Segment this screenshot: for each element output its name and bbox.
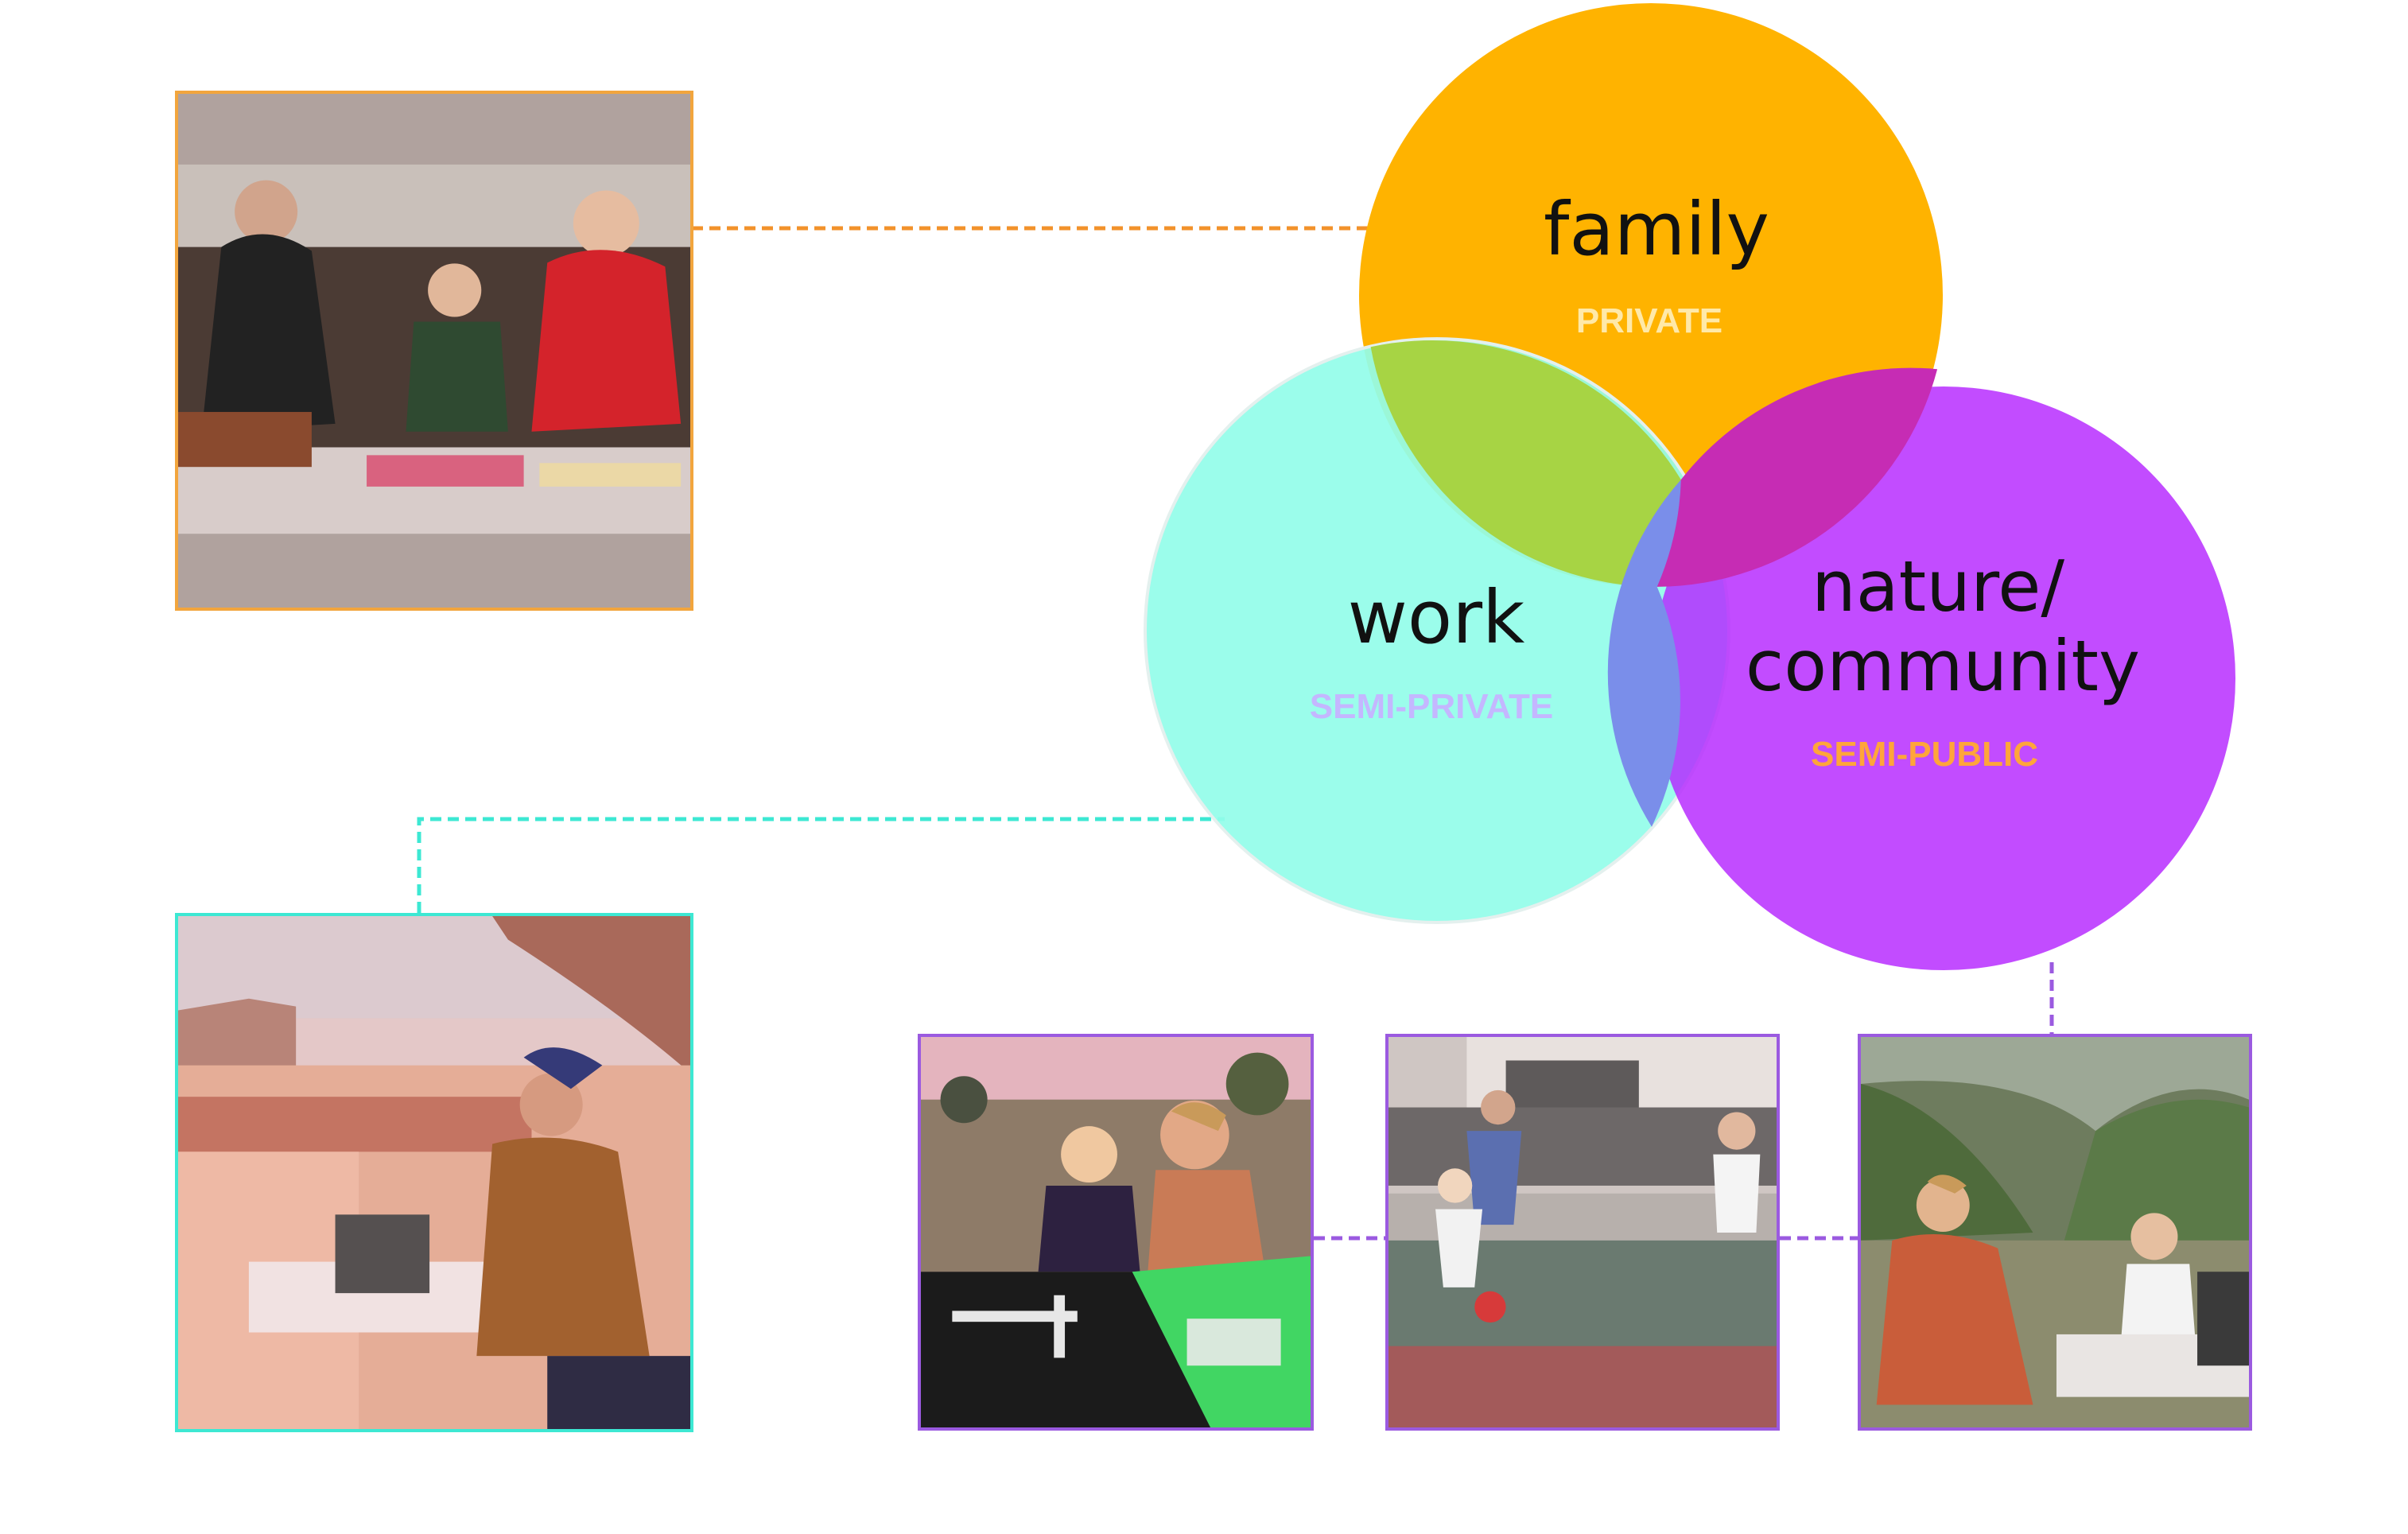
connectors bbox=[417, 226, 2054, 1241]
nature-photo-2 bbox=[1385, 1034, 1780, 1431]
nature-subtitle: SEMI-PUBLIC bbox=[1811, 735, 2038, 774]
nature-title-line1: nature/ bbox=[1812, 546, 2064, 627]
nature-photo-1 bbox=[918, 1034, 1314, 1431]
family-subtitle: PRIVATE bbox=[1576, 301, 1722, 340]
venn-circles bbox=[1144, 3, 2235, 970]
nature-photo-3 bbox=[1858, 1034, 2252, 1431]
work-subtitle: SEMI-PRIVATE bbox=[1310, 687, 1553, 726]
work-connector bbox=[417, 817, 1225, 913]
family-work-overlap bbox=[1370, 340, 1681, 587]
work-photo bbox=[175, 913, 693, 1432]
work-nature-overlap bbox=[1607, 480, 1681, 827]
family-title: family bbox=[1544, 187, 1769, 272]
family-photo bbox=[175, 91, 693, 611]
nature-title-line2: community bbox=[1746, 625, 2140, 707]
family-nature-overlap bbox=[1656, 367, 1938, 587]
work-title: work bbox=[1348, 575, 1525, 660]
circle-labels: family PRIVATE work SEMI-PRIVATE nature/… bbox=[1310, 187, 2140, 774]
